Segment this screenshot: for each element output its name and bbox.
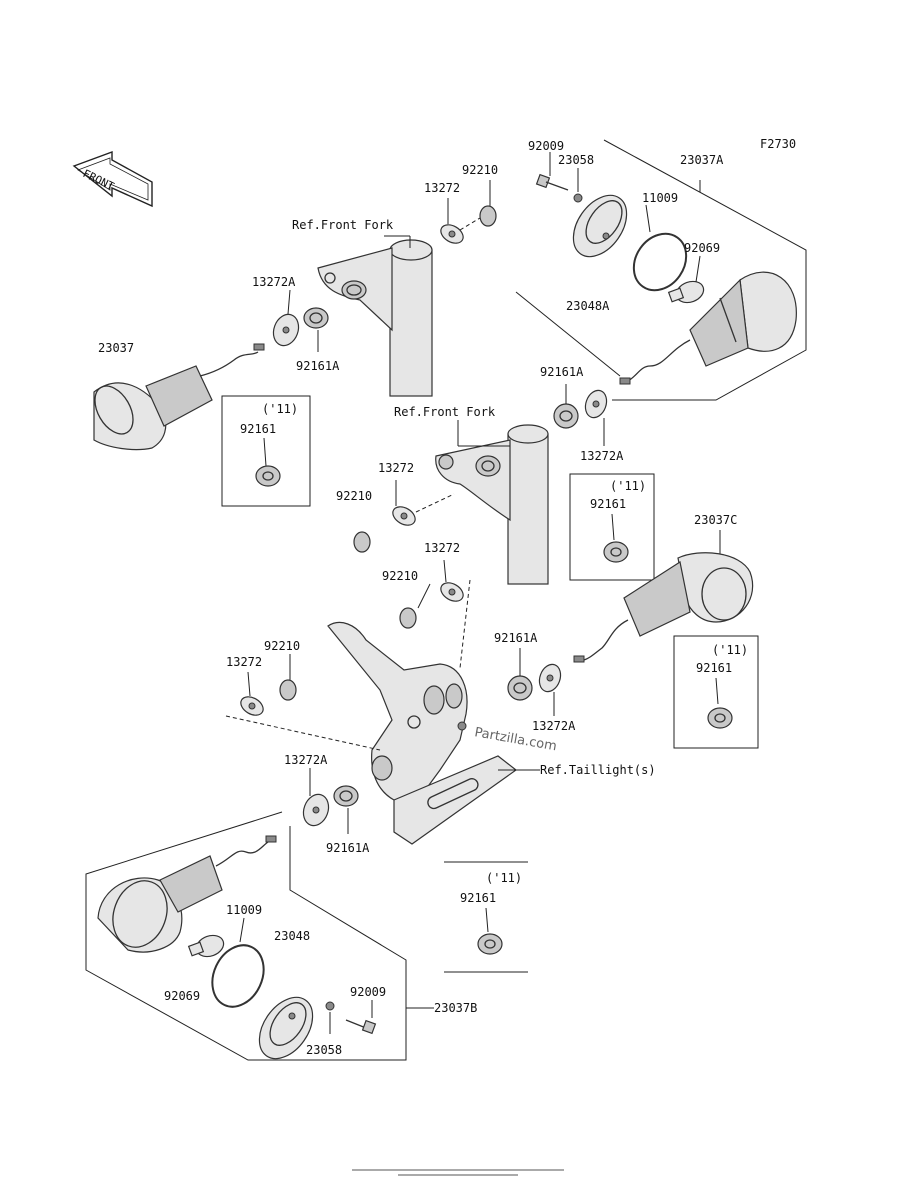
washer-right-top (553, 384, 608, 446)
year-box-3-year: ('11) (712, 643, 748, 657)
assembly-23037B (85, 811, 434, 1061)
washer-nut-top (440, 180, 497, 244)
label-92210-top: 92210 (462, 163, 498, 177)
washer-nut-low (240, 654, 297, 716)
label-23048: 23048 (274, 929, 310, 943)
label-11009-top: 11009 (642, 191, 678, 205)
washer-left (272, 289, 329, 352)
turn-signal-23037C (573, 530, 754, 663)
label-92161A-bottom: 92161A (326, 841, 370, 855)
label-92069-top: 92069 (684, 241, 720, 255)
label-92161A-left: 92161A (296, 359, 340, 373)
license-bracket (225, 579, 540, 845)
year-box-3: ('11) 92161 (673, 635, 759, 749)
figure-code: F2730 (760, 137, 796, 151)
front-fork-upper (317, 235, 433, 397)
label-92009-top: 92009 (528, 139, 564, 153)
label-23037C: 23037C (694, 513, 737, 527)
label-13272-low: 13272 (226, 655, 262, 669)
label-92210-mid2: 92210 (382, 569, 418, 583)
washer-mid (507, 648, 562, 716)
label-13272A-bottom: 13272A (284, 753, 328, 767)
front-fork-lower (435, 420, 549, 585)
label-13272-mid: 13272 (378, 461, 414, 475)
label-13272A-left: 13272A (252, 275, 296, 289)
washer-bottom (302, 768, 359, 834)
label-23037B: 23037B (434, 1001, 477, 1015)
label-23037: 23037 (98, 341, 134, 355)
assembly-23037A (515, 139, 807, 401)
year-box-1-year: ('11) (262, 402, 298, 416)
year-box-4-part: 92161 (460, 891, 496, 905)
label-23058-bottom: 23058 (306, 1043, 342, 1057)
year-box-2-part: 92161 (590, 497, 626, 511)
label-92009-bottom: 92009 (350, 985, 386, 999)
turn-signal-23037 (93, 343, 265, 451)
year-box-2: ('11) 92161 (569, 473, 655, 581)
label-ref-taillights: Ref.Taillight(s) (540, 763, 656, 777)
year-box-3-part: 92161 (696, 661, 732, 675)
washer-nut-mid2 (399, 559, 464, 629)
label-23058-top: 23058 (558, 153, 594, 167)
year-box-2-year: ('11) (610, 479, 646, 493)
year-box-4-year: ('11) (486, 871, 522, 885)
label-13272A-right-top: 13272A (580, 449, 624, 463)
year-box-1-part: 92161 (240, 422, 276, 436)
label-ref-front-fork-lower: Ref.Front Fork (394, 405, 496, 419)
label-11009-bottom: 11009 (226, 903, 262, 917)
label-92161A-mid: 92161A (494, 631, 538, 645)
label-23048A: 23048A (566, 299, 610, 313)
label-13272A-mid: 13272A (532, 719, 576, 733)
label-92210-low: 92210 (264, 639, 300, 653)
year-box-4: ('11) 92161 (444, 861, 528, 973)
label-92161A-right-top: 92161A (540, 365, 584, 379)
label-23037A: 23037A (680, 153, 724, 167)
washer-nut-mid (353, 480, 455, 553)
label-92069-bottom: 92069 (164, 989, 200, 1003)
front-arrow-icon: FRONT (72, 150, 153, 208)
part-labels: 92009 23058 23037A 11009 92069 23048A 92… (98, 139, 737, 1057)
year-box-1: ('11) 92161 (221, 395, 311, 507)
label-ref-front-fork-upper: Ref.Front Fork (292, 218, 394, 232)
label-13272-top: 13272 (424, 181, 460, 195)
footer-copyright-texture (352, 1169, 564, 1176)
label-13272-mid2: 13272 (424, 541, 460, 555)
label-92210-mid: 92210 (336, 489, 372, 503)
